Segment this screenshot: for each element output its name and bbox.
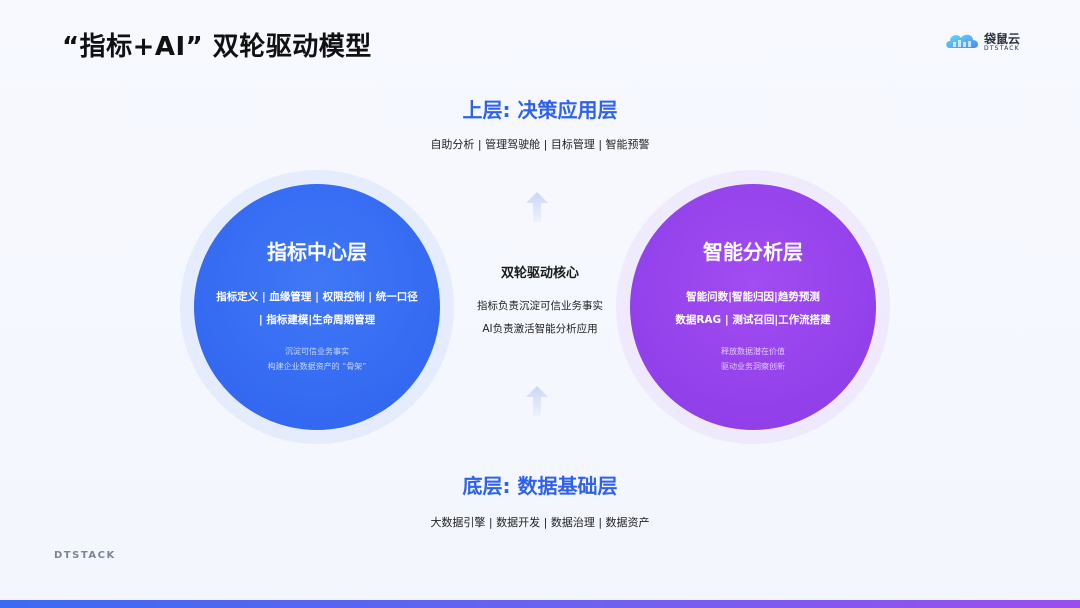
slide-title: “指标+AI” 双轮驱动模型: [62, 32, 372, 62]
metric-center-sub2: 构建企业数据资产的 “骨架”: [267, 362, 367, 371]
smart-analysis-sub2: 驱动业务洞察创新: [721, 362, 785, 371]
metric-center-circle: 指标中心层 指标定义 | 血缘管理 | 权限控制 | 统一口径 | 指标建模|生…: [194, 184, 440, 430]
smart-analysis-sub1: 释放数据潜在价值: [721, 347, 785, 356]
smart-analysis-line1: 智能问数|智能归因|趋势预测: [686, 291, 820, 303]
brand-logo: 袋鼠云 DTSTACK: [944, 30, 1034, 56]
smart-analysis-title: 智能分析层: [703, 240, 803, 264]
arrow-up-icon: [526, 386, 548, 416]
bottom-gradient-bar: [0, 600, 1080, 608]
footer-logo: DTSTACK: [54, 550, 116, 561]
metric-center-line1: 指标定义 | 血缘管理 | 权限控制 | 统一口径: [216, 291, 418, 303]
bottom-layer-items: 大数据引擎 | 数据开发 | 数据治理 | 数据资产: [430, 516, 650, 529]
core-line2: AI负责激活智能分析应用: [482, 323, 598, 335]
smart-analysis-line2: 数据RAG | 测试召回|工作流搭建: [675, 314, 831, 326]
metric-center-line2: | 指标建模|生命周期管理: [258, 314, 376, 326]
core-title: 双轮驱动核心: [500, 266, 579, 281]
bottom-layer-title: 底层: 数据基础层: [462, 474, 618, 498]
top-layer-title: 上层: 决策应用层: [462, 98, 618, 122]
top-layer-items: 自助分析 | 管理驾驶舱 | 目标管理 | 智能预警: [430, 138, 650, 151]
core-line1: 指标负责沉淀可信业务事实: [477, 300, 603, 312]
arrow-up-icon: [526, 192, 548, 222]
logo-en-text: DTSTACK: [984, 45, 1020, 52]
smart-analysis-circle: 智能分析层 智能问数|智能归因|趋势预测 数据RAG | 测试召回|工作流搭建 …: [630, 184, 876, 430]
metric-center-sub1: 沉淀可信业务事实: [285, 347, 349, 356]
cloud-icon: [946, 34, 979, 48]
metric-center-title: 指标中心层: [267, 240, 367, 264]
logo-cn-text: 袋鼠云: [984, 32, 1021, 46]
